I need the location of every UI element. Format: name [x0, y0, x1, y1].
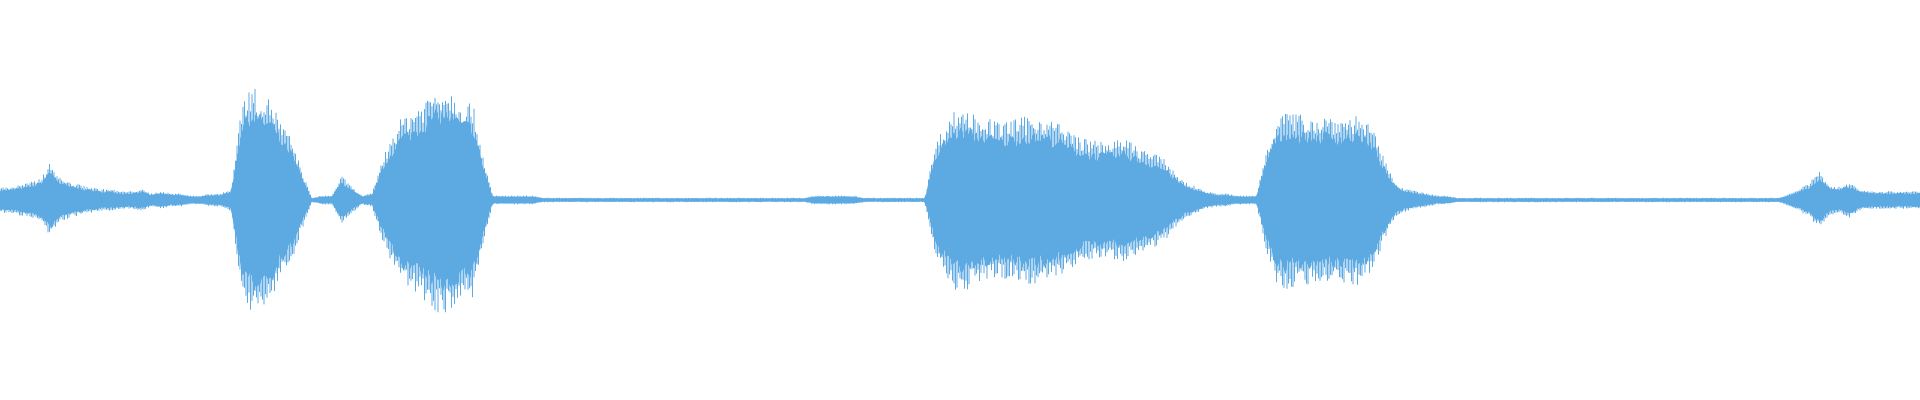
waveform-spikes	[0, 88, 1920, 313]
